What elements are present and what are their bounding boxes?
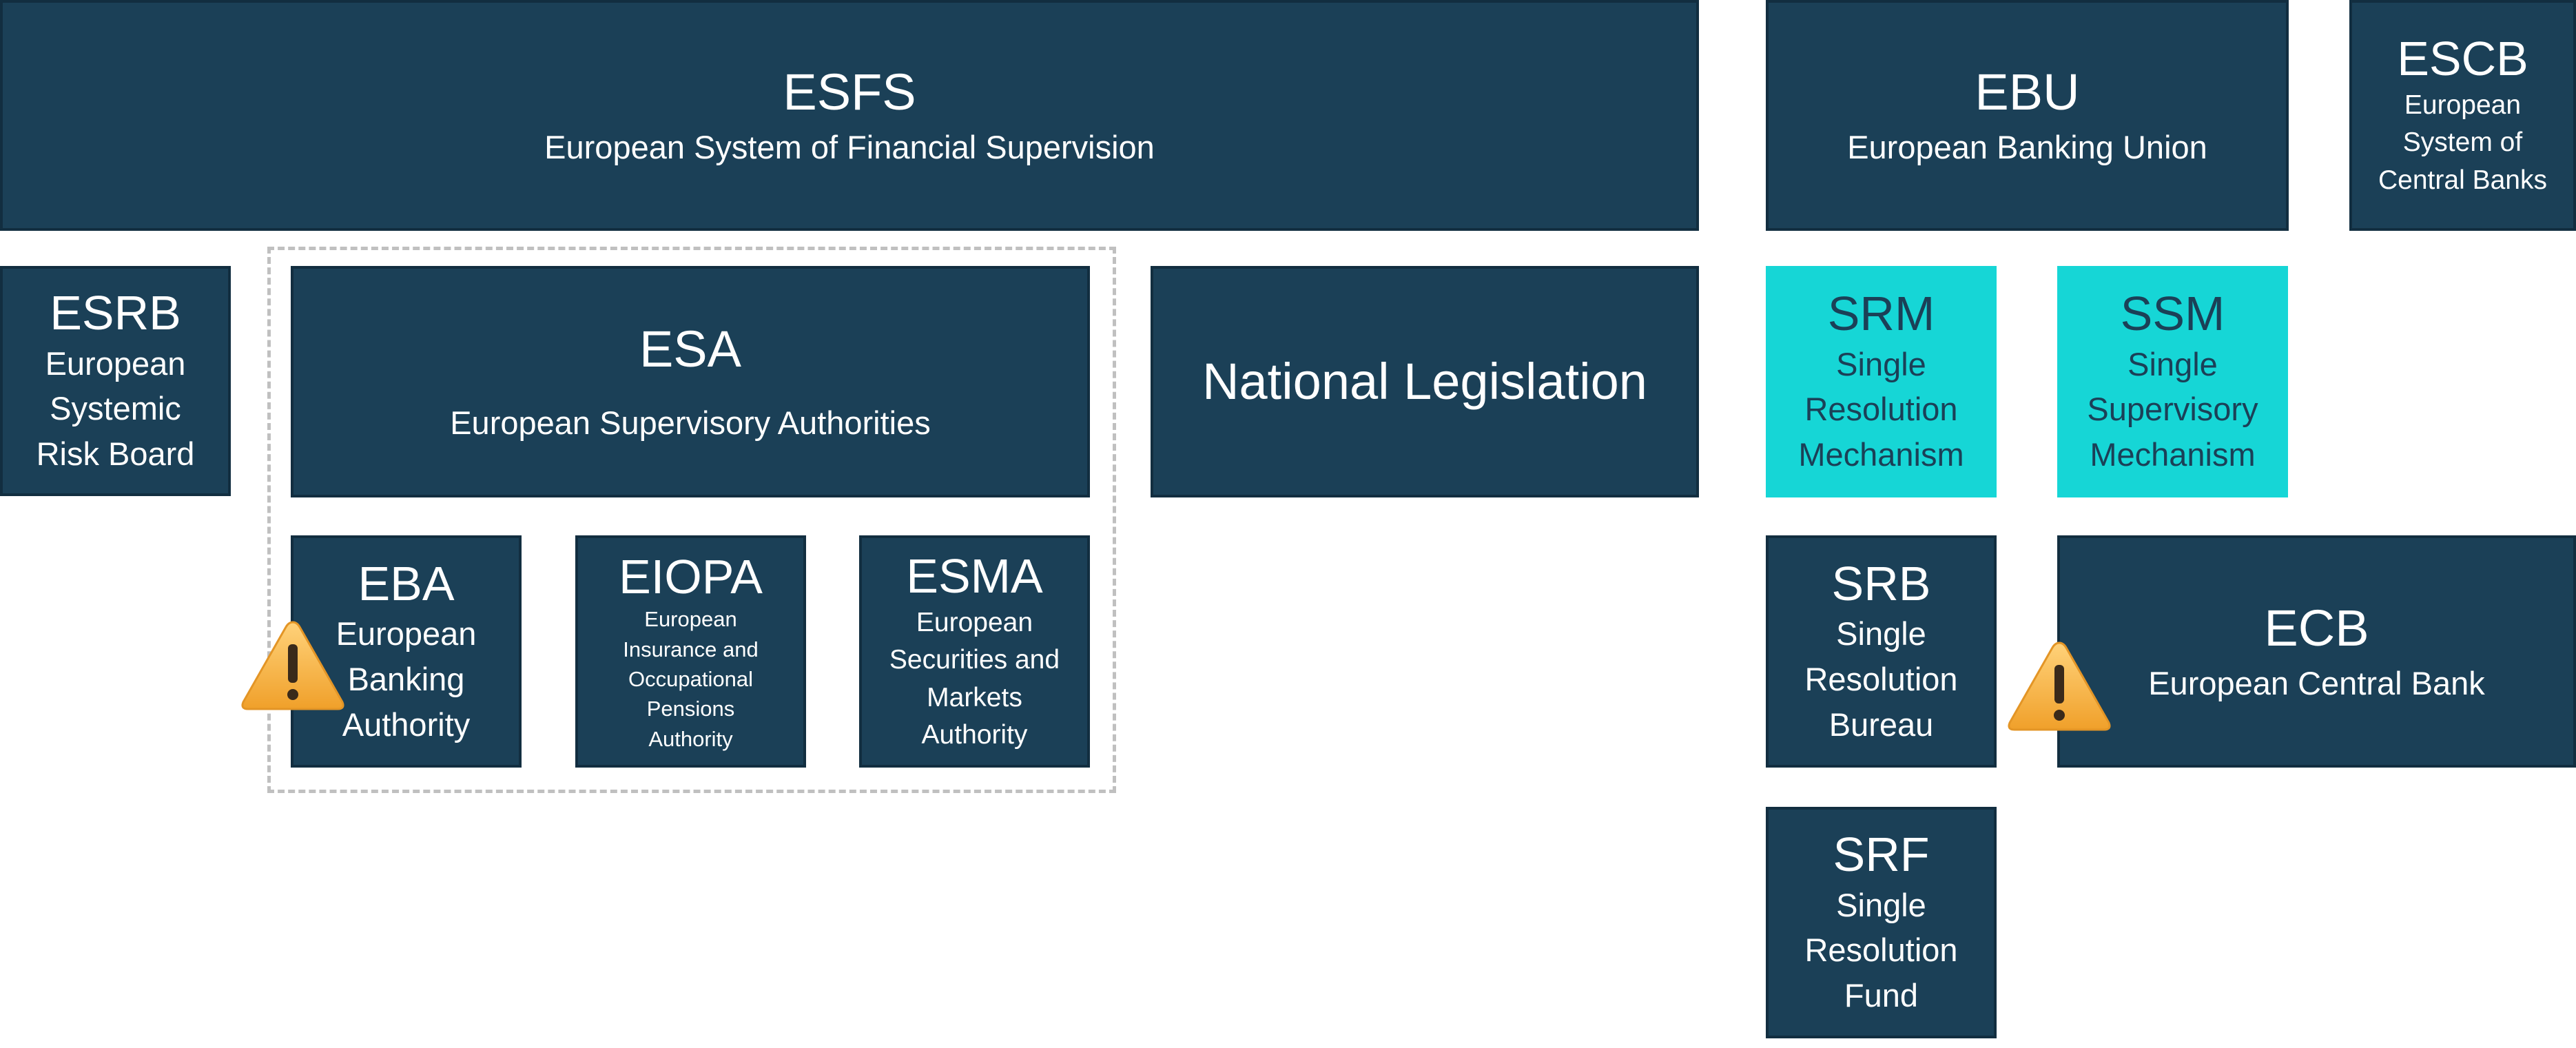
- srb-abbr: SRB: [1831, 556, 1931, 610]
- ecb-box: ECB European Central Bank: [2057, 535, 2576, 768]
- srm-box: SRM Single Resolution Mechanism: [1766, 266, 1997, 497]
- esrb-full-name: European Systemic Risk Board: [36, 345, 195, 473]
- srm-abbr: SRM: [1827, 287, 1935, 341]
- ebu-abbr: EBU: [1975, 63, 2080, 121]
- eba-abbr: EBA: [358, 556, 455, 610]
- warning-icon: [2008, 641, 2111, 731]
- srm-full-name: Single Resolution Mechanism: [1798, 345, 1964, 473]
- ssm-abbr: SSM: [2120, 287, 2225, 341]
- srf-abbr: SRF: [1833, 828, 1930, 882]
- escb-abbr: ESCB: [2397, 32, 2528, 86]
- escb-box: ESCB European System of Central Banks: [2349, 0, 2576, 231]
- eiopa-abbr: EIOPA: [619, 549, 763, 604]
- escb-full-name: European System of Central Banks: [2378, 90, 2547, 196]
- esrb-abbr: ESRB: [50, 286, 181, 340]
- national-legislation-box: National Legislation: [1151, 266, 1699, 497]
- ebu-box: EBU European Banking Union: [1766, 0, 2289, 231]
- eba-full-name: European Banking Authority: [336, 615, 477, 743]
- ssm-full-name: Single Supervisory Mechanism: [2087, 345, 2258, 473]
- ecb-full-name: European Central Bank: [2148, 664, 2485, 701]
- srf-box: SRF Single Resolution Fund: [1766, 807, 1997, 1038]
- esma-box: ESMA European Securities and Markets Aut…: [859, 535, 1090, 768]
- ecb-abbr: ECB: [2264, 599, 2369, 657]
- esma-abbr: ESMA: [906, 549, 1043, 604]
- esa-box: ESA European Supervisory Authorities: [291, 266, 1090, 497]
- eiopa-box: EIOPA European Insurance and Occupationa…: [575, 535, 806, 768]
- eba-box: EBA European Banking Authority: [291, 535, 522, 768]
- srb-box: SRB Single Resolution Bureau: [1766, 535, 1997, 768]
- srb-full-name: Single Resolution Bureau: [1804, 615, 1958, 743]
- esa-group-outline: [267, 247, 1116, 793]
- esfs-box: ESFS European System of Financial Superv…: [0, 0, 1699, 231]
- esa-abbr: ESA: [639, 320, 742, 378]
- eiopa-full-name: European Insurance and Occupational Pens…: [623, 607, 759, 751]
- esrb-box: ESRB European Systemic Risk Board: [0, 266, 231, 496]
- ebu-full-name: European Banking Union: [1847, 128, 2207, 165]
- srf-full-name: Single Resolution Fund: [1804, 886, 1958, 1014]
- esa-full-name: European Supervisory Authorities: [450, 404, 931, 441]
- national-legislation-label: National Legislation: [1202, 352, 1647, 410]
- esma-full-name: European Securities and Markets Authorit…: [889, 607, 1060, 750]
- esfs-full-name: European System of Financial Supervision: [544, 128, 1155, 165]
- ssm-box: SSM Single Supervisory Mechanism: [2057, 266, 2288, 497]
- warning-icon: [241, 621, 344, 710]
- esfs-abbr: ESFS: [783, 63, 916, 121]
